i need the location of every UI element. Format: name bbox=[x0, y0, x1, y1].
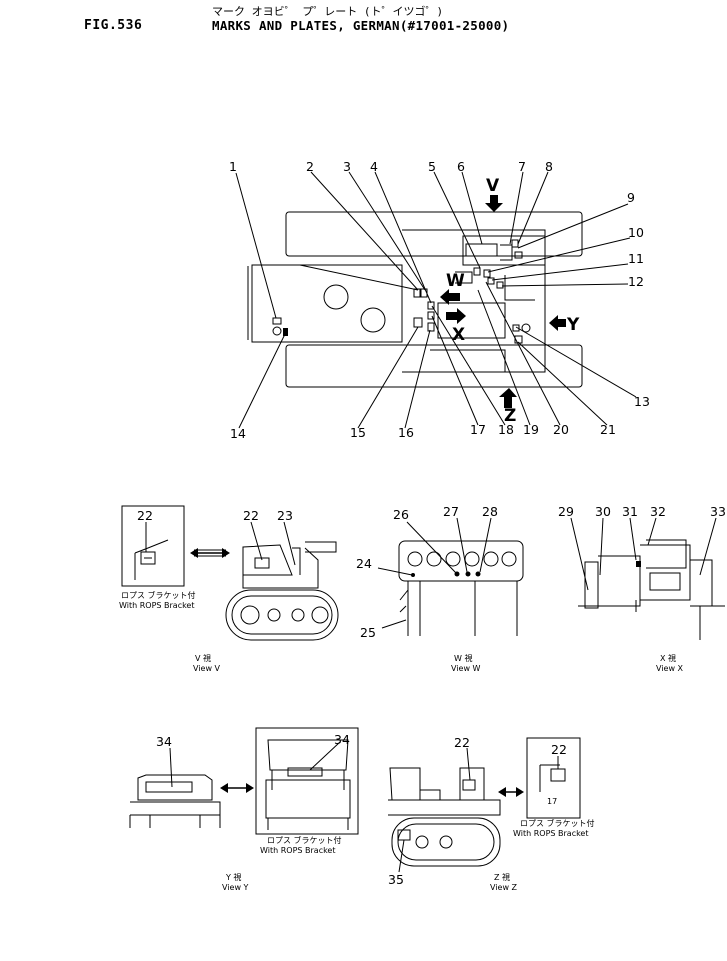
rops-caption-y: With ROPS Bracket bbox=[260, 846, 336, 855]
callout-8: 8 bbox=[545, 159, 553, 174]
callout-34-inset: 34 bbox=[334, 732, 350, 747]
callout-22-inset: 22 bbox=[137, 508, 153, 523]
callout-22-view-v: 22 bbox=[243, 508, 259, 523]
view-x-jp: X 視 bbox=[660, 654, 676, 663]
view-y-jp: Y 視 bbox=[225, 873, 241, 882]
callout-4: 4 bbox=[370, 159, 378, 174]
callout-34-view-y: 34 bbox=[156, 734, 172, 749]
callout-11: 11 bbox=[628, 251, 644, 266]
callout-30: 30 bbox=[595, 504, 611, 519]
view-z-jp: Z 視 bbox=[494, 873, 510, 882]
callout-1: 1 bbox=[229, 159, 237, 174]
callout-3: 3 bbox=[343, 159, 351, 174]
arrow-z-icon bbox=[499, 388, 517, 408]
view-w: 26 27 28 24 25 W 視 View W bbox=[356, 504, 524, 673]
callout-24: 24 bbox=[356, 556, 372, 571]
arrow-x-icon bbox=[446, 308, 466, 324]
view-y-caption: View Y bbox=[222, 883, 249, 892]
rops-caption-jp-z: ロプス ブラケット付 bbox=[520, 818, 595, 828]
callout-9: 9 bbox=[627, 190, 635, 205]
callout-6: 6 bbox=[457, 159, 465, 174]
callout-33: 33 bbox=[710, 504, 726, 519]
callout-23: 23 bbox=[277, 508, 293, 523]
callout-2: 2 bbox=[306, 159, 314, 174]
callout-28: 28 bbox=[482, 504, 498, 519]
view-y: 34 34 ロプス ブラケット付 With ROPS Bracket Y 視 V… bbox=[129, 727, 359, 892]
callout-22-inset-z: 22 bbox=[551, 742, 567, 757]
callout-27: 27 bbox=[443, 504, 459, 519]
callout-18: 18 bbox=[498, 422, 514, 437]
arrow-y-label: Y bbox=[566, 315, 580, 335]
leader-lines-top bbox=[235, 171, 637, 429]
rops-inset-y bbox=[255, 727, 359, 835]
view-z: 22 35 22 17 ロプス ブラケット付 With ROPS Bracket… bbox=[388, 735, 595, 892]
view-x: 29 30 31 32 33 X 視 View X bbox=[558, 504, 726, 673]
machine-top-view bbox=[247, 211, 583, 388]
callout-25: 25 bbox=[360, 625, 376, 640]
arrow-w-icon bbox=[440, 289, 460, 305]
view-v-caption: View V bbox=[193, 664, 221, 673]
view-z-caption: View Z bbox=[490, 883, 518, 892]
callout-21: 21 bbox=[600, 422, 616, 437]
rops-caption-z: With ROPS Bracket bbox=[513, 829, 589, 838]
callout-10: 10 bbox=[628, 225, 644, 240]
view-v-jp: V 視 bbox=[195, 654, 211, 663]
rops-caption-jp-v: ロプス ブラケット付 bbox=[121, 590, 196, 600]
callout-35: 35 bbox=[388, 872, 404, 887]
arrow-v-icon bbox=[485, 195, 503, 212]
detail-mark-17: 17 bbox=[547, 797, 557, 806]
view-w-jp: W 視 bbox=[454, 654, 472, 663]
callout-17: 17 bbox=[470, 422, 486, 437]
arrow-v-label: V bbox=[486, 176, 500, 196]
figure-number: FIG.536 bbox=[84, 18, 143, 33]
callout-14: 14 bbox=[230, 426, 246, 441]
rops-caption-v: With ROPS Bracket bbox=[119, 601, 195, 610]
page-title: MARKS AND PLATES, GERMAN(#17001-25000) bbox=[212, 18, 510, 33]
callout-19: 19 bbox=[523, 422, 539, 437]
arrow-w-label: W bbox=[446, 271, 465, 291]
callout-numbers-top: 1 2 3 4 5 6 7 8 9 10 11 12 13 14 15 16 1… bbox=[229, 159, 650, 441]
callout-20: 20 bbox=[553, 422, 569, 437]
arrow-y-icon bbox=[549, 315, 566, 331]
callout-12: 12 bbox=[628, 274, 644, 289]
callout-13: 13 bbox=[634, 394, 650, 409]
rops-inset-z bbox=[526, 737, 581, 819]
callout-15: 15 bbox=[350, 425, 366, 440]
callout-22-view-z: 22 bbox=[454, 735, 470, 750]
callout-26: 26 bbox=[393, 507, 409, 522]
view-w-caption: View W bbox=[451, 664, 481, 673]
rops-caption-jp-y: ロプス ブラケット付 bbox=[267, 835, 342, 845]
title-japanese: マーク オヨビ゜ プ゜レート (ト゜イツゴ゜) bbox=[212, 5, 444, 18]
callout-29: 29 bbox=[558, 504, 574, 519]
view-arrows: V W X Y Z bbox=[440, 176, 580, 426]
callout-32: 32 bbox=[650, 504, 666, 519]
callout-16: 16 bbox=[398, 425, 414, 440]
rops-inset-v bbox=[121, 505, 185, 587]
callout-7: 7 bbox=[518, 159, 526, 174]
arrow-x-label: X bbox=[452, 325, 465, 345]
view-v: 22 ロプス ブラケット付 With ROPS Bracket 22 23 V … bbox=[119, 505, 339, 673]
arrow-z-label: Z bbox=[504, 406, 516, 426]
callout-5: 5 bbox=[428, 159, 436, 174]
view-x-caption: View X bbox=[656, 664, 684, 673]
callout-31: 31 bbox=[622, 504, 638, 519]
